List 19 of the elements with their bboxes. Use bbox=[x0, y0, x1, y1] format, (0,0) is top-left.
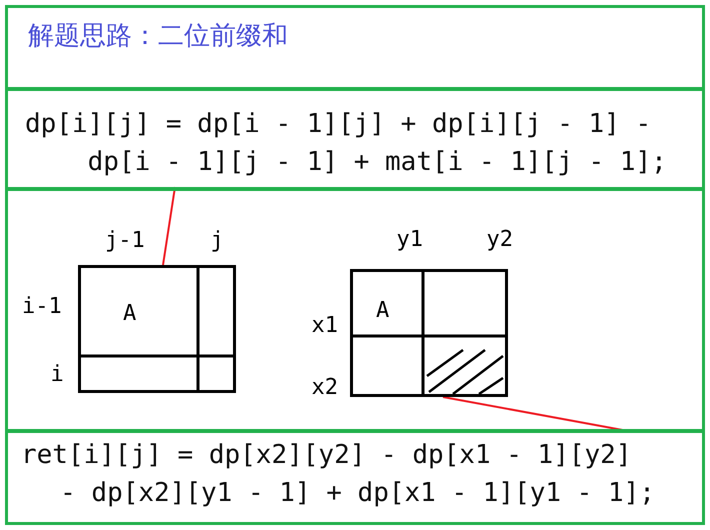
formula-band bbox=[5, 88, 705, 190]
formula-band bbox=[5, 430, 705, 525]
axis-label: x2 bbox=[312, 375, 338, 400]
grid-drawing bbox=[78, 265, 236, 393]
code-text: ret[i][j] = dp[x2][y2] - dp[x1 - 1][y2] - dp[x2][y1 - 1] + dp[x1 - 1][y1 - 1]; bbox=[21, 439, 656, 510]
axis-label: j-1 bbox=[105, 228, 145, 253]
diagram-band bbox=[5, 188, 705, 432]
region-label: A bbox=[123, 301, 136, 326]
region-label: A bbox=[376, 298, 390, 323]
title-text: 解题思路：二位前缀和 bbox=[28, 20, 288, 53]
axis-label: x1 bbox=[312, 313, 338, 338]
code-text: dp[i][j] = dp[i - 1][j] + dp[i][j - 1] - dp[i - 1][j - 1] + mat[i - 1][j - 1]; bbox=[25, 108, 668, 179]
axis-label: i-1 bbox=[22, 294, 62, 319]
axis-label: i bbox=[50, 362, 64, 387]
axis-label: y2 bbox=[486, 227, 513, 252]
axis-label: y1 bbox=[396, 227, 423, 252]
grid-drawing bbox=[350, 269, 508, 397]
axis-label: j bbox=[210, 228, 224, 253]
title-band bbox=[5, 5, 705, 90]
